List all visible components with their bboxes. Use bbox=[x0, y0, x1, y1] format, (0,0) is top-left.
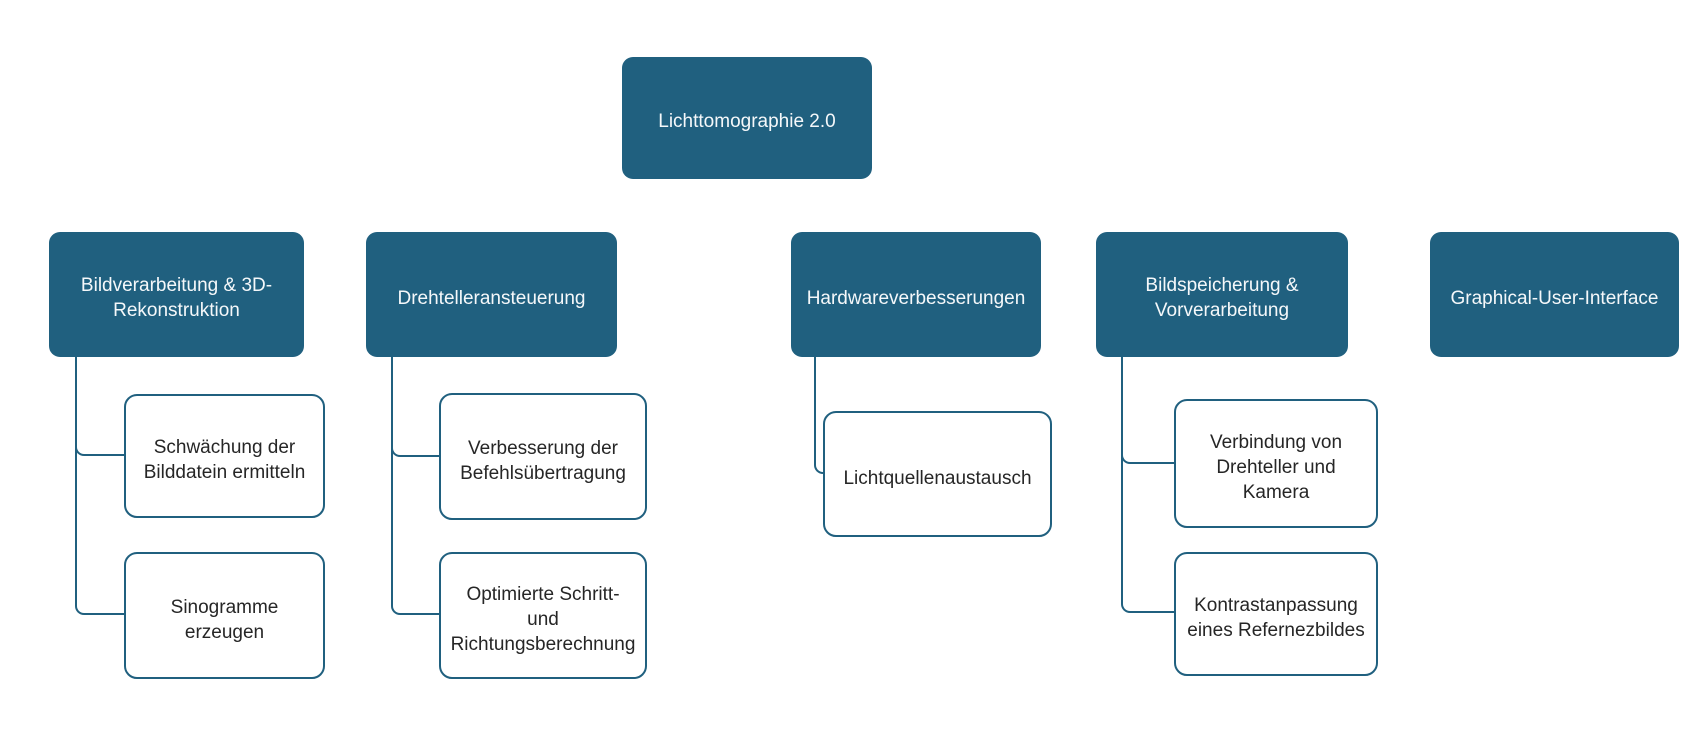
diagram-node-bildspeicherung: Bildspeicherung & Vorverarbeitung bbox=[1096, 232, 1348, 357]
diagram-node-hardwareverbesserungen: Hardwareverbesserungen bbox=[791, 232, 1041, 357]
diagram-leaf-befehlsuebertragung: Verbesserung der Befehlsübertragung bbox=[439, 393, 647, 520]
diagram-leaf-verbindung: Verbindung von Drehteller und Kamera bbox=[1174, 399, 1378, 528]
diagram-leaf-sinogramme: Sinogramme erzeugen bbox=[124, 552, 325, 679]
diagram-node-bildverarbeitung: Bildverarbeitung & 3D- Rekonstruktion bbox=[49, 232, 304, 357]
connector-hardware-child1 bbox=[814, 357, 824, 474]
diagram-leaf-schwaechung: Schwächung der Bilddatein ermitteln bbox=[124, 394, 325, 518]
connector-bildspeicherung-child2 bbox=[1121, 357, 1174, 613]
diagram-node-drehtelleransteuerung: Drehtelleransteuerung bbox=[366, 232, 617, 357]
connector-drehteller-child2 bbox=[391, 357, 439, 615]
diagram-leaf-richtungsberechnung: Optimierte Schritt- und Richtungsberechn… bbox=[439, 552, 647, 679]
diagram-leaf-kontrastanpassung: Kontrastanpassung eines Refernezbildes bbox=[1174, 552, 1378, 676]
connector-bildverarbeitung-child2 bbox=[75, 357, 124, 615]
diagram-node-root: Lichttomographie 2.0 bbox=[622, 57, 872, 179]
diagram-node-gui: Graphical-User-Interface bbox=[1430, 232, 1679, 357]
diagram-leaf-lichtquellenaustausch: Lichtquellenaustausch bbox=[823, 411, 1052, 537]
